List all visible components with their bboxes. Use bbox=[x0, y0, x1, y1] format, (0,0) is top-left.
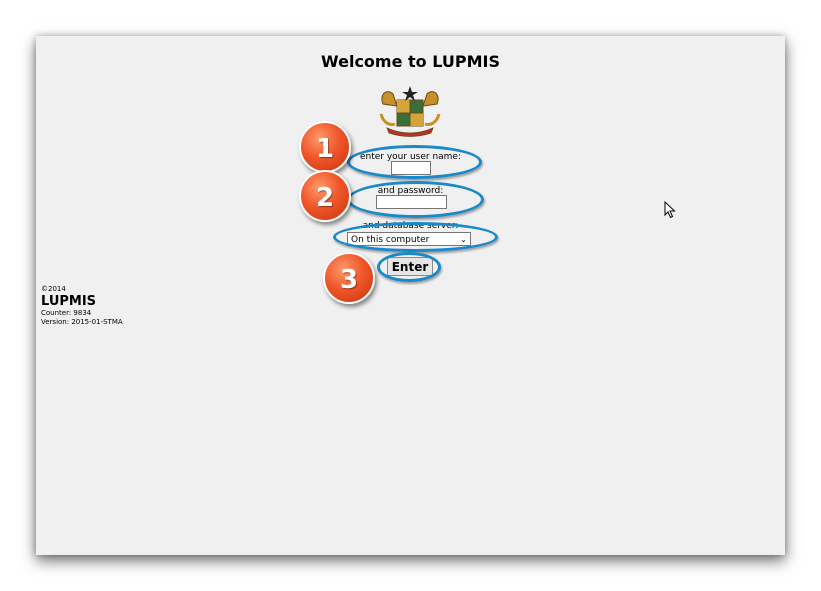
step-badge-2: 2 bbox=[299, 170, 351, 222]
copyright-text: ©2014 bbox=[41, 285, 66, 293]
step-badge-3: 3 bbox=[323, 252, 375, 304]
version-text: Version: 2015-01-STMA bbox=[41, 318, 123, 326]
highlight-ellipse-username bbox=[347, 145, 482, 179]
footer-brand: LUPMIS bbox=[41, 294, 97, 309]
browser-page: Welcome to LUPMIS enter your user name: … bbox=[36, 36, 785, 555]
page-title: Welcome to LUPMIS bbox=[321, 52, 500, 71]
mouse-cursor-icon bbox=[664, 201, 676, 219]
highlight-ellipse-password bbox=[347, 181, 484, 218]
footer-info: ©2014 LUPMIS Counter: 9834 Version: 2015… bbox=[41, 285, 123, 327]
highlight-ellipse-database bbox=[333, 222, 498, 252]
highlight-ellipse-enter bbox=[377, 252, 441, 282]
coat-of-arms-logo bbox=[379, 86, 441, 137]
step-badge-1: 1 bbox=[299, 121, 351, 173]
counter-text: Counter: 9834 bbox=[41, 309, 92, 317]
